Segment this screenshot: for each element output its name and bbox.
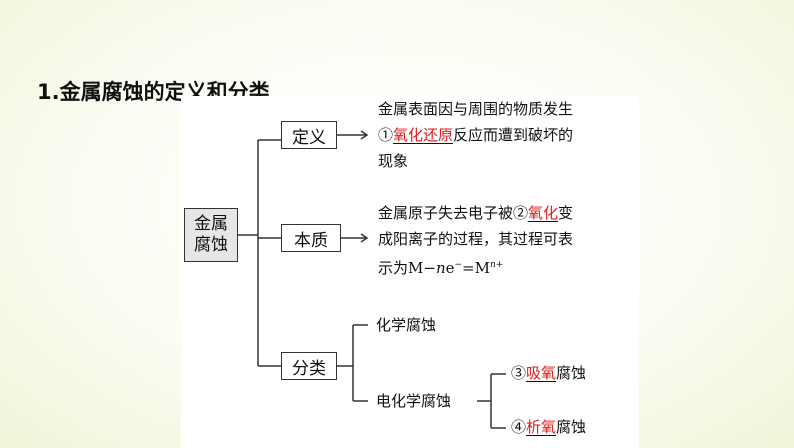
- blank-marker-2: ②: [513, 204, 529, 222]
- definition-line-2: ①氧化还原反应而遭到破坏的: [378, 126, 574, 144]
- blank-marker-3: ③: [511, 364, 527, 382]
- root-line-2: 腐蚀: [194, 235, 228, 255]
- blank-marker-1: ①: [378, 126, 394, 144]
- classification-node: 分类: [281, 352, 337, 380]
- blank-marker-4: ④: [511, 418, 527, 436]
- definition-line-3: 现象: [378, 152, 409, 170]
- concept-diagram: 金属 腐蚀 定义 本质 分类 金属表面因与周围的物质发生 ①氧化还原反应而遭到破…: [181, 96, 639, 448]
- hydrogen-evolution-corrosion: ④析氧腐蚀: [511, 418, 587, 436]
- essence-line-1: 金属原子失去电子被②氧化变: [378, 204, 574, 222]
- electrochemical-corrosion: 电化学腐蚀: [376, 392, 452, 410]
- essence-text: 金属原子失去电子被②氧化变 成阳离子的过程，其过程可表 示为M−ne−=Mn+: [378, 200, 573, 281]
- arrow-head-essence: [360, 233, 369, 243]
- answer-4: 析氧: [526, 418, 557, 436]
- chemical-corrosion: 化学腐蚀: [376, 316, 437, 334]
- connector-lines: [238, 130, 506, 429]
- definition-line-1: 金属表面因与周围的物质发生: [378, 100, 574, 118]
- answer-3: 吸氧: [526, 364, 557, 382]
- essence-line-3: 示为M−ne−=Mn+: [378, 259, 504, 277]
- essence-node: 本质: [281, 224, 341, 252]
- definition-text: 金属表面因与周围的物质发生 ①氧化还原反应而遭到破坏的 现象: [378, 96, 573, 174]
- root-node: 金属 腐蚀: [184, 208, 238, 262]
- essence-line-2: 成阳离子的过程，其过程可表: [378, 230, 574, 248]
- oxygen-absorption-corrosion: ③吸氧腐蚀: [511, 364, 587, 382]
- answer-1: 氧化还原: [393, 126, 454, 144]
- answer-2: 氧化: [528, 204, 559, 222]
- root-line-1: 金属: [194, 214, 228, 234]
- arrow-head-definition: [360, 130, 369, 140]
- definition-node: 定义: [281, 121, 337, 149]
